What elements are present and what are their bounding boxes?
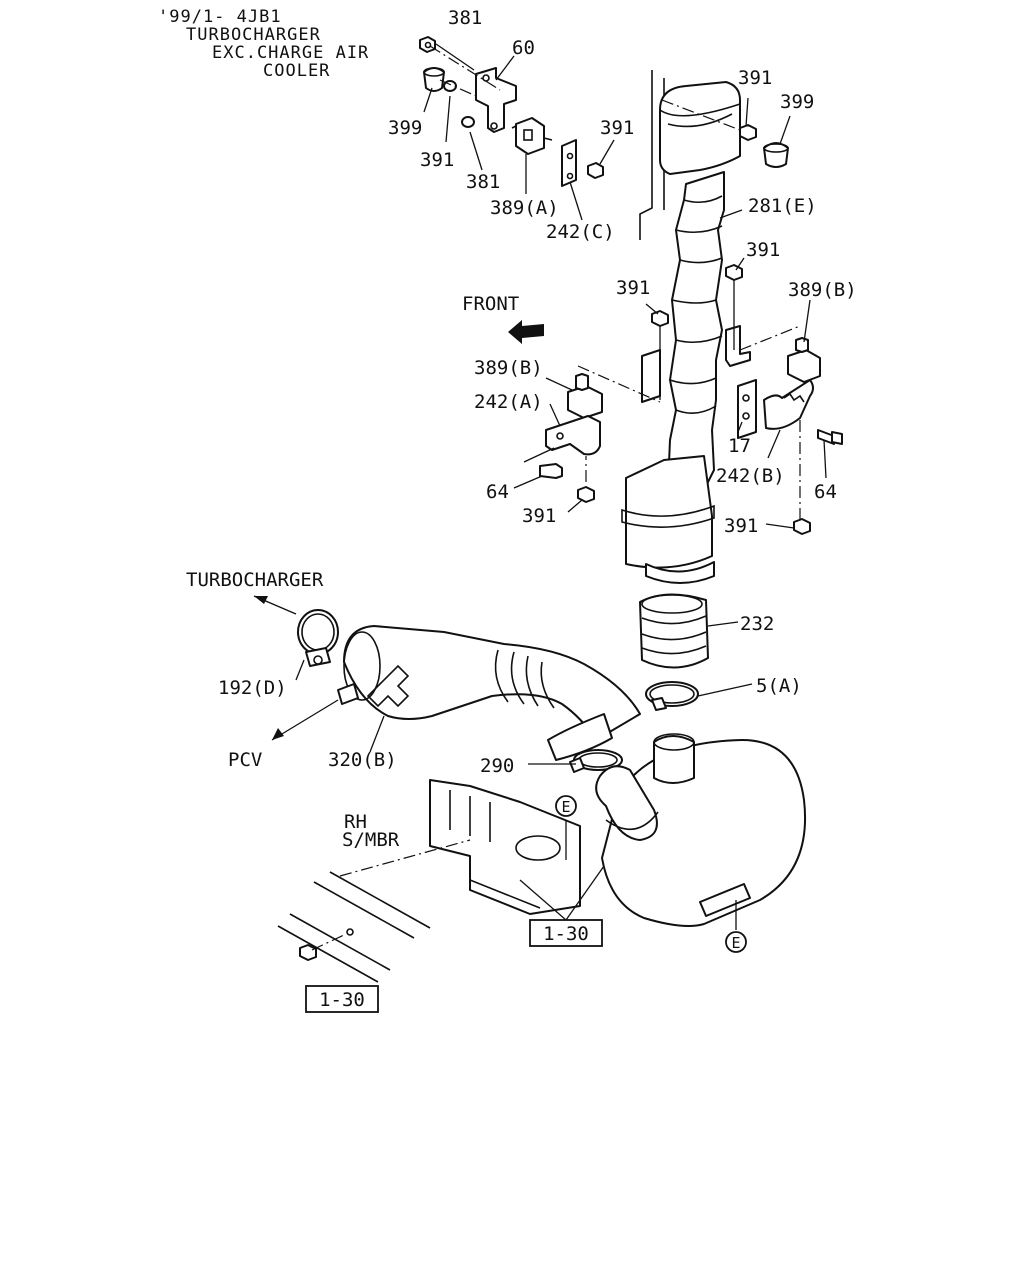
mount-389b-right xyxy=(787,349,821,383)
diagram-header: '99/1- 4JB1 TURBOCHARGER EXC.CHARGE AIR … xyxy=(158,7,369,81)
nut-frame xyxy=(299,944,317,961)
clamp-192d xyxy=(297,609,339,667)
label-64-right: 64 xyxy=(814,481,837,503)
intake-duct-281e xyxy=(621,70,751,584)
smbr-label: S/MBR xyxy=(342,829,400,851)
clamp-290 xyxy=(569,749,623,773)
label-391-topright: 391 xyxy=(738,67,772,89)
label-281e: 281(E) xyxy=(748,195,817,217)
callout-labels: 381 60 399 391 381 389(A) 391 242(C) 391… xyxy=(218,7,857,777)
air-cleaner xyxy=(595,733,806,927)
label-5a: 5(A) xyxy=(756,675,802,697)
bellows-232 xyxy=(639,593,709,669)
front-label: FRONT xyxy=(462,293,519,315)
nut-381-top xyxy=(419,36,436,53)
label-381-left: 381 xyxy=(466,171,500,193)
nut-391-lowright xyxy=(793,518,811,535)
label-391-right: 391 xyxy=(746,239,780,261)
label-399-left: 399 xyxy=(388,117,422,139)
label-391-lowright: 391 xyxy=(724,515,758,537)
upper-mount-cluster xyxy=(419,36,604,187)
header-line-4: COOLER xyxy=(263,61,330,81)
right-mount-cluster xyxy=(651,99,843,535)
direction-labels: TURBOCHARGER PCV RH S/MBR xyxy=(186,569,400,851)
label-391-mid: 391 xyxy=(600,117,634,139)
pcv-label: PCV xyxy=(228,749,262,771)
nut-391-lowleft xyxy=(577,486,595,503)
label-64-left: 64 xyxy=(486,481,509,503)
label-232: 232 xyxy=(740,613,774,635)
label-389b-left: 389(B) xyxy=(474,357,543,379)
rh-label: RH xyxy=(344,811,367,833)
cap-399-left xyxy=(423,67,445,92)
label-391-center: 391 xyxy=(616,277,650,299)
label-391-lowleft: 391 xyxy=(522,505,556,527)
nut-391-mid xyxy=(587,162,604,179)
bolt-64-right xyxy=(817,429,835,445)
label-381-top: 381 xyxy=(448,7,482,29)
label-242b: 242(B) xyxy=(716,465,785,487)
label-320b: 320(B) xyxy=(328,749,397,771)
e-marker-top-label: E xyxy=(561,798,570,816)
ref-box-2[interactable]: 1-30 xyxy=(305,985,379,1013)
nut-391-right xyxy=(725,264,743,281)
ref-box-2-label: 1-30 xyxy=(319,989,365,1011)
nut-391-center xyxy=(651,310,669,327)
label-391-left: 391 xyxy=(420,149,454,171)
bracket-60 xyxy=(475,67,517,133)
front-arrow-icon xyxy=(508,320,544,344)
label-399-right: 399 xyxy=(780,91,814,113)
mount-389b-left xyxy=(567,385,603,419)
label-389b-right: 389(B) xyxy=(788,279,857,301)
leader-lines xyxy=(295,43,827,930)
label-242a: 242(A) xyxy=(474,391,543,413)
e-marker-top: E xyxy=(555,795,577,817)
label-290: 290 xyxy=(480,755,514,777)
label-242c: 242(C) xyxy=(546,221,615,243)
washer-381-left xyxy=(461,116,475,128)
clamp-5a xyxy=(645,681,699,711)
label-17: 17 xyxy=(728,435,751,457)
mount-389a xyxy=(515,117,545,155)
bolt-64-left xyxy=(539,463,563,479)
label-60: 60 xyxy=(512,37,535,59)
header-line-2: TURBOCHARGER xyxy=(186,25,321,45)
header-line-3: EXC.CHARGE AIR xyxy=(212,43,369,63)
label-192d: 192(D) xyxy=(218,677,287,699)
ref-box-1[interactable]: 1-30 xyxy=(529,919,603,947)
turbocharger-label: TURBOCHARGER xyxy=(186,569,324,591)
label-389a: 389(A) xyxy=(490,197,559,219)
pcv-nipple xyxy=(337,683,359,705)
bracket-17 xyxy=(737,379,757,439)
ref-box-1-label: 1-30 xyxy=(543,923,589,945)
nut-391-topright xyxy=(739,124,757,141)
cap-399-right xyxy=(763,142,789,168)
e-marker-bottom-label: E xyxy=(731,934,740,952)
front-direction: FRONT xyxy=(462,293,544,344)
bracket-242b xyxy=(763,379,814,430)
hose-320b xyxy=(337,625,641,761)
header-line-1: '99/1- 4JB1 xyxy=(158,7,282,27)
rh-side-member xyxy=(277,839,471,983)
e-marker-bottom: E xyxy=(725,931,747,953)
